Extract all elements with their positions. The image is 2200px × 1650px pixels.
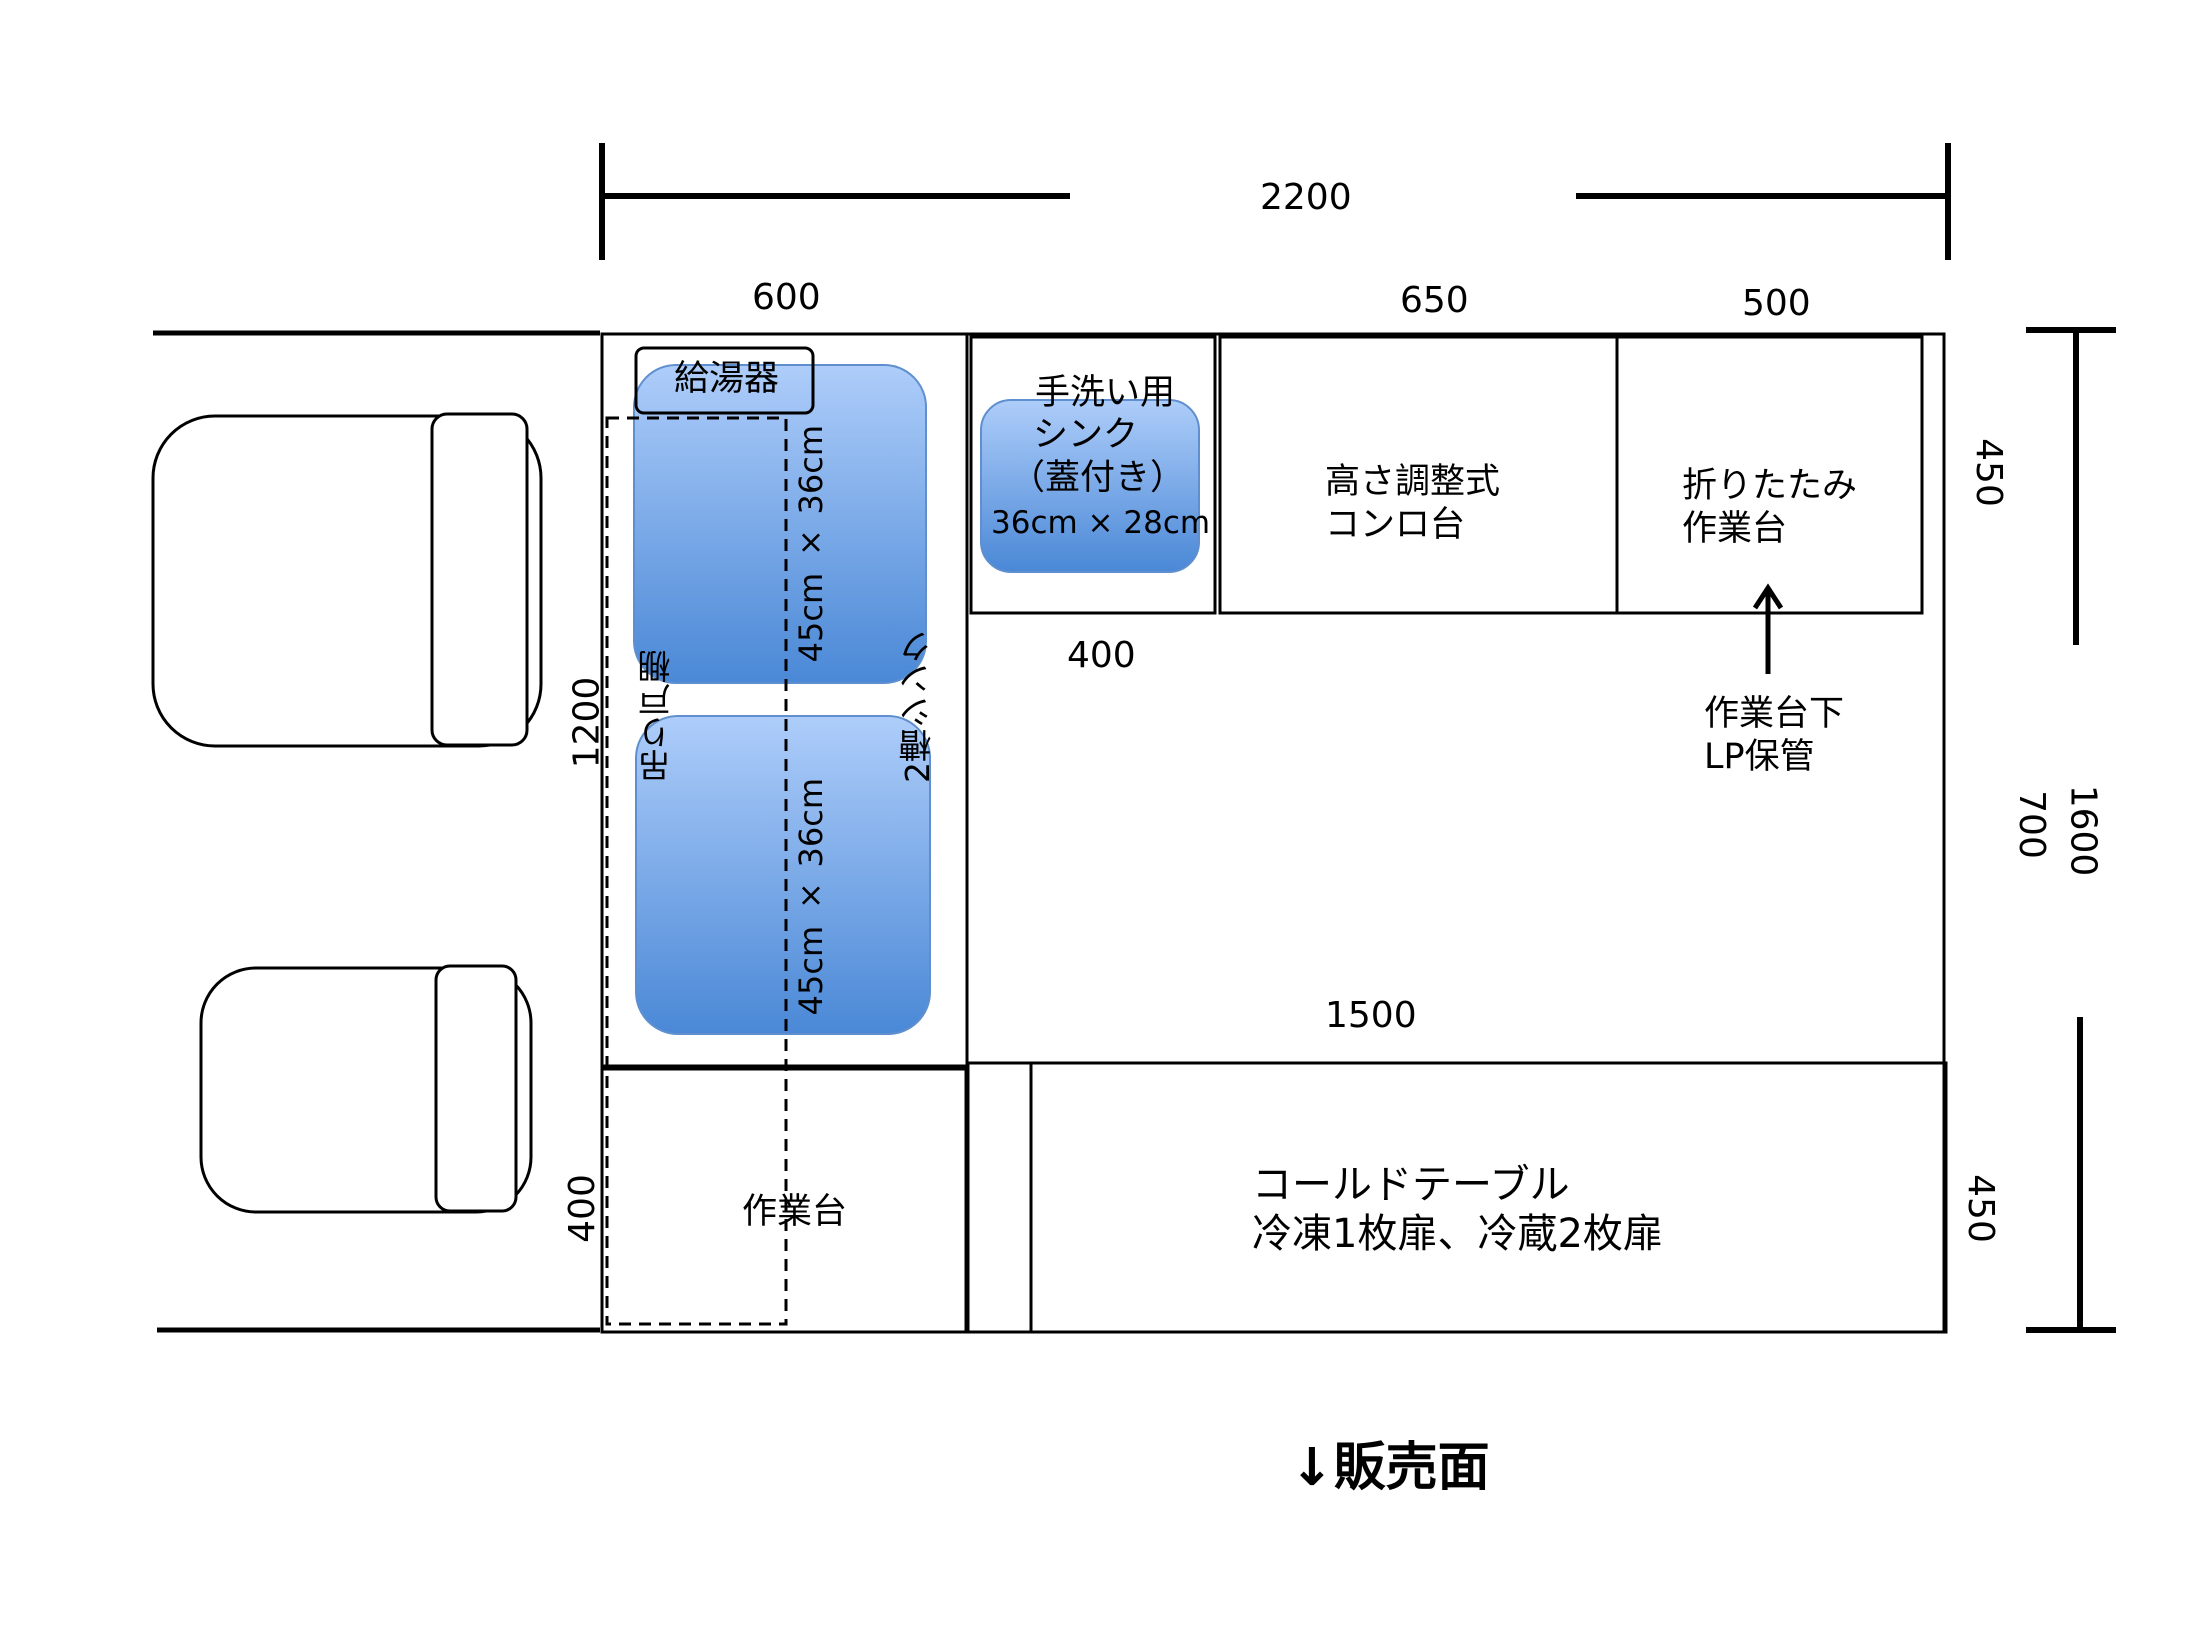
- water-heater-box: [634, 346, 815, 415]
- dim-back-depth: 450: [1967, 438, 2009, 507]
- sink-basin-upper-size: 45cm × 36cm: [792, 425, 830, 663]
- dim-right-total: 1600: [2062, 784, 2104, 877]
- worktable-label: 作業台: [742, 1192, 848, 1232]
- bottom-units: [600, 1061, 1948, 1334]
- folding-table-label-line2: 作業台: [1682, 509, 1788, 549]
- lp-storage-label-line1: 作業台下: [1704, 694, 1845, 734]
- dim-fold-section: 500: [1742, 283, 1811, 324]
- stove-label-line1: 高さ調整式: [1325, 462, 1501, 502]
- handwash-label-line3: （蓋付き）: [1010, 458, 1186, 498]
- handwash-basin: [980, 399, 1200, 573]
- sink-basin-lower: [635, 715, 931, 1035]
- dim-middle-aisle: 700: [2010, 790, 2052, 859]
- seat-lower: [199, 964, 533, 1214]
- dim-sink-length: 1200: [566, 676, 608, 769]
- folding-table-label-line1: 折りたたみ: [1682, 466, 1858, 506]
- hanging-cabinet-outline: [605, 416, 788, 1326]
- vehicle-walls: [153, 330, 600, 1333]
- arrow-up-icon: [1752, 583, 1784, 674]
- dim-front-depth: 450: [1959, 1174, 2001, 1243]
- handwash-label-line2: シンク: [1033, 415, 1139, 455]
- hanging-cabinet-label: 吊り戸棚: [637, 650, 676, 782]
- dim-work-depth: 400: [561, 1174, 603, 1243]
- water-heater-label: 給湯器: [674, 359, 780, 399]
- dim-total-width: 2200: [1260, 177, 1352, 218]
- lp-storage-label-line2: LP保管: [1704, 737, 1815, 777]
- sales-side-label: ↓販売面: [1290, 1438, 1490, 1498]
- dimension-line-right: [2026, 327, 2116, 1333]
- stove-label-line2: コンロ台: [1325, 505, 1466, 545]
- sink-basin-upper: [633, 364, 927, 684]
- dim-handwash-section: 400: [1067, 635, 1136, 676]
- cold-table-label-line2: 冷凍1枚扉、冷蔵2枚扉: [1252, 1211, 1663, 1257]
- seat-upper: [151, 412, 543, 748]
- dimension-line-total: [599, 143, 1951, 260]
- handwash-size: 36cm × 28cm: [991, 505, 1211, 541]
- handwash-label-line1: 手洗い用: [1035, 373, 1176, 413]
- dim-aisle-length: 1500: [1325, 995, 1417, 1036]
- dim-stove-section: 650: [1400, 280, 1469, 321]
- cold-table-label-line1: コールドテーブル: [1252, 1162, 1570, 1208]
- double-sink-label: 2槽シンク: [898, 630, 937, 783]
- dim-sink-section: 600: [752, 277, 821, 318]
- sink-basin-lower-size: 45cm × 36cm: [792, 778, 830, 1016]
